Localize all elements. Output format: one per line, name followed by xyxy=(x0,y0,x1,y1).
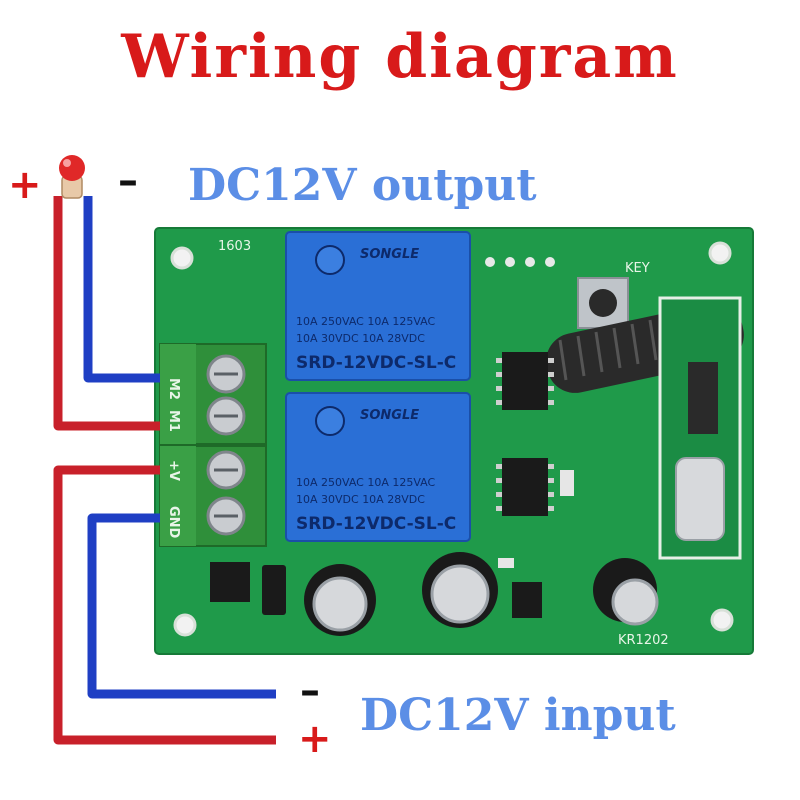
relay-model: SRD-12VDC-SL-C xyxy=(296,353,456,373)
wire-output-positive xyxy=(53,196,160,431)
diagram-title: Wiring diagram xyxy=(121,22,679,92)
relay-2: SONGLE 10A 250VAC 10A 125VAC 10A 30VDC 1… xyxy=(285,392,471,542)
solder-pad xyxy=(485,257,495,267)
relay-brand: SONGLE xyxy=(360,408,419,423)
silk-label-bottom-right: KR1202 xyxy=(618,633,669,648)
terminal-label-plus-v: +V xyxy=(166,460,181,481)
wire-input-positive xyxy=(53,465,276,745)
silk-label-key: KEY xyxy=(625,261,650,276)
ic-chip xyxy=(496,352,554,410)
terminal-block-output xyxy=(159,343,267,445)
mounting-hole xyxy=(708,241,732,265)
terminal-label-gnd: GND xyxy=(166,506,181,539)
relay-spec-line: 10A 250VAC 10A 125VAC xyxy=(296,315,436,328)
smd-component xyxy=(560,470,574,496)
solder-pad xyxy=(525,257,535,267)
mounting-hole xyxy=(170,246,194,270)
relay-spec-line: 10A 30VDC 10A 28VDC xyxy=(296,493,425,506)
key-button-cap xyxy=(589,289,617,317)
capacitor xyxy=(593,558,659,626)
solder-pad xyxy=(545,257,555,267)
input-plus-sign: + xyxy=(298,716,332,762)
relay-spec-line: 10A 250VAC 10A 125VAC xyxy=(296,476,436,489)
mounting-hole xyxy=(173,613,197,637)
input-minus-sign: – xyxy=(300,668,320,714)
relay-logo xyxy=(315,406,345,436)
smd-component xyxy=(512,582,542,618)
relay-1: SONGLE 10A 250VAC 10A 125VAC 10A 30VDC 1… xyxy=(285,231,471,381)
silk-label-top-left: 1603 xyxy=(218,239,251,254)
wire-output-negative xyxy=(83,196,160,383)
crystal-oscillator xyxy=(675,457,725,541)
output-plus-sign: + xyxy=(8,162,42,208)
terminal-block-input xyxy=(159,445,267,547)
terminal-label-m1: M1 xyxy=(166,410,181,432)
output-minus-sign: – xyxy=(118,158,138,204)
load-bulb-icon xyxy=(59,155,85,199)
smd-component xyxy=(210,562,250,602)
capacitor xyxy=(304,564,376,636)
ic-chip xyxy=(496,458,554,516)
relay-logo xyxy=(315,245,345,275)
capacitor xyxy=(422,552,498,628)
relay-model: SRD-12VDC-SL-C xyxy=(296,514,456,534)
smd-component xyxy=(498,558,514,568)
input-label: DC12V input xyxy=(360,690,676,741)
relay-brand: SONGLE xyxy=(360,247,419,262)
relay-spec-line: 10A 30VDC 10A 28VDC xyxy=(296,332,425,345)
solder-pad xyxy=(505,257,515,267)
output-label: DC12V output xyxy=(188,160,537,211)
receiver-chip xyxy=(688,362,718,434)
terminal-label-m2: M2 xyxy=(166,378,181,400)
wire-input-negative xyxy=(87,513,276,699)
mounting-hole xyxy=(710,608,734,632)
smd-component xyxy=(262,565,286,615)
